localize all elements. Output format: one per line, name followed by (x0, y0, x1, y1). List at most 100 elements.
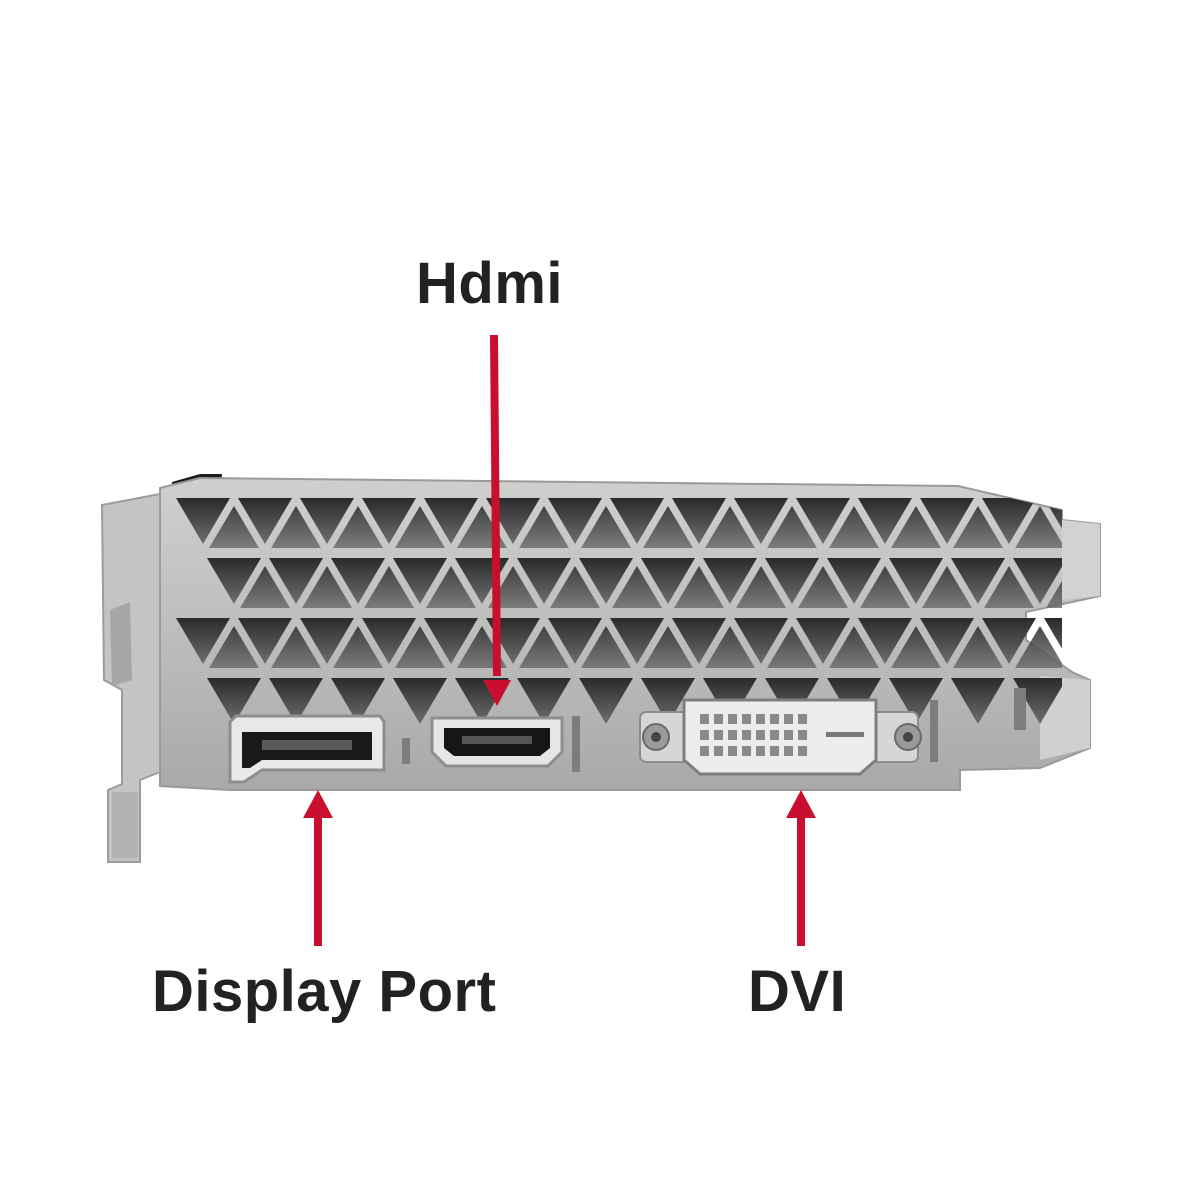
vent-hole (1044, 618, 1062, 664)
dvi-pin (700, 714, 709, 724)
dvi-pin (770, 730, 779, 740)
dvi-pin (798, 714, 807, 724)
hdmi-connector (430, 716, 564, 768)
vent-hole (860, 566, 910, 608)
vent-hole (302, 566, 352, 608)
vent-hole (1108, 566, 1158, 608)
vent-hole (951, 558, 1005, 604)
vent-hole (643, 506, 693, 548)
vent-hole (238, 498, 292, 544)
vent-hole (889, 558, 943, 604)
vent-hole (176, 618, 230, 664)
vent-hole (581, 626, 631, 668)
bracket-printed-marks (402, 688, 1026, 772)
vent-hole (579, 678, 633, 724)
vent-hole (858, 498, 912, 544)
vent-hole (240, 566, 290, 608)
vent-hole (1046, 566, 1062, 608)
vent-hole (734, 498, 788, 544)
vent-hole (333, 626, 383, 668)
vent-hole (796, 498, 850, 544)
vent-hole (736, 566, 786, 608)
vent-hole (1013, 678, 1062, 724)
vent-hole (641, 558, 695, 604)
dvi-pin (756, 746, 765, 756)
vent-hole (705, 626, 755, 668)
vent-hole (674, 566, 724, 608)
vent-hole (300, 618, 354, 664)
arrow-display-port (303, 790, 333, 946)
vent-hole (548, 498, 602, 544)
vent-hole (362, 618, 416, 664)
vent-hole (922, 566, 972, 608)
arrow-hdmi (483, 334, 511, 706)
vent-hole (331, 558, 385, 604)
display-port-label: Display Port (152, 959, 497, 1024)
vent-hole (364, 566, 414, 608)
dvi-pin (728, 746, 737, 756)
vent-hole (579, 558, 633, 604)
vent-hole (395, 626, 445, 668)
hdmi-label: Hdmi (416, 251, 563, 316)
vent-hole (703, 558, 757, 604)
vent-hole (331, 678, 385, 724)
vent-hole (953, 626, 1003, 668)
vent-hole (238, 618, 292, 664)
vent-hole (765, 558, 819, 604)
vent-hole (951, 678, 1005, 724)
vent-hole (488, 566, 538, 608)
dvi-pin (742, 714, 751, 724)
vent-hole (798, 566, 848, 608)
dvi-label: DVI (748, 959, 847, 1024)
vent-hole (362, 498, 416, 544)
vent-hole (271, 506, 321, 548)
vent-hole (393, 558, 447, 604)
vent-hole (271, 626, 321, 668)
dvi-pin (784, 714, 793, 724)
vent-hole (796, 618, 850, 664)
dvi-pin (728, 714, 737, 724)
vent-hole (1044, 498, 1062, 544)
vent-hole (519, 626, 569, 668)
vent-hole (982, 498, 1036, 544)
dvi-pin (770, 714, 779, 724)
vent-hole (767, 626, 817, 668)
vent-hole (207, 558, 261, 604)
vent-hole (1015, 626, 1062, 668)
vent-hole (581, 506, 631, 548)
vent-hole (393, 678, 447, 724)
vent-hole (829, 626, 879, 668)
vent-hole (827, 558, 881, 604)
vent-hole (519, 506, 569, 548)
vent-hole (209, 626, 259, 668)
vent-hole (426, 566, 476, 608)
dvi-pin (784, 730, 793, 740)
dvi-pin (784, 746, 793, 756)
vent-hole (209, 506, 259, 548)
vent-hole (829, 506, 879, 548)
dvi-pin (798, 730, 807, 740)
displayport-connector (228, 714, 386, 784)
vent-hole (891, 626, 941, 668)
vent-hole (643, 626, 693, 668)
vent-hole (672, 498, 726, 544)
vent-hole (612, 566, 662, 608)
vent-hole (953, 506, 1003, 548)
vent-hole (610, 618, 664, 664)
vent-hole (300, 498, 354, 544)
dvi-pin (700, 730, 709, 740)
dvi-pin (700, 746, 709, 756)
vent-hole (1077, 626, 1127, 668)
arrow-dvi (786, 790, 816, 946)
vent-hole (1015, 506, 1062, 548)
vent-hole (984, 566, 1034, 608)
vent-hole (424, 618, 478, 664)
vent-hole (548, 618, 602, 664)
dvi-pin (756, 730, 765, 740)
vent-hole (550, 566, 600, 608)
vent-hole (424, 498, 478, 544)
vent-hole (641, 678, 695, 724)
vent-hole (269, 678, 323, 724)
vent-grid (176, 498, 1158, 724)
